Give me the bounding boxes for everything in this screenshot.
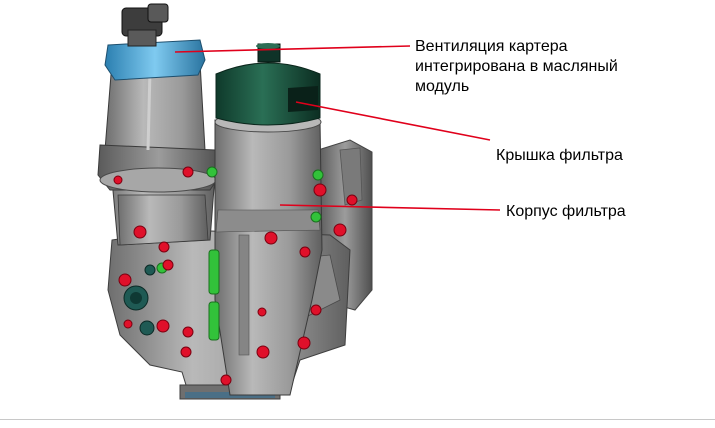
leader-line-ventilation [174,45,411,53]
label-ventilation-line-3: модуль [415,78,470,95]
leader-lines [174,45,501,211]
label-ventilation: Вентиляция картера интегрирована в масля… [415,37,618,97]
ventilation-tower [97,61,221,246]
ventilation-head [104,3,206,81]
label-filter-cap: Крышка фильтра [496,147,623,164]
leader-line-body [279,204,501,211]
label-ventilation-line-2: интегрирована в масляный [415,58,618,75]
filter-cap [215,43,321,126]
red-plugs [113,166,358,386]
green-ports [156,166,324,341]
teal-fittings [123,264,156,336]
bottom-divider [0,419,715,420]
label-ventilation-line-1: Вентиляция картера [415,38,568,55]
leader-line-cap [295,101,491,141]
label-filter-body: Корпус фильтра [506,203,626,220]
